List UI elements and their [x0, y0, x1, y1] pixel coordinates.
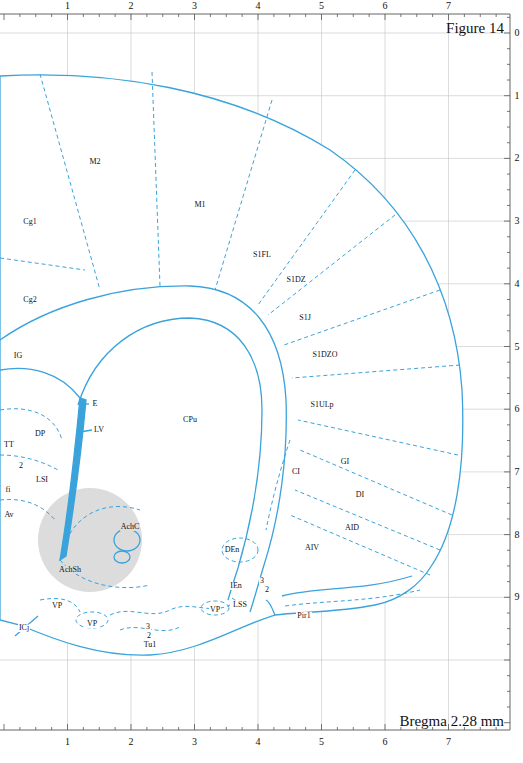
axis-number: 4 — [256, 737, 261, 747]
axis-number: 4 — [256, 1, 261, 11]
axis-number: 1 — [515, 91, 520, 101]
region-label: 2 — [18, 462, 24, 470]
grid-stroke — [504, 33, 510, 34]
grid-stroke — [258, 724, 259, 730]
grid-stroke — [194, 724, 195, 730]
region-label: E — [92, 400, 99, 408]
region-label: S1DZ — [285, 276, 306, 284]
region-label: 3 — [259, 577, 265, 585]
axis-number: 1 — [65, 1, 70, 11]
region-label: VP — [209, 606, 221, 614]
axis-number: 2 — [129, 1, 134, 11]
region-label: CPu — [182, 416, 198, 424]
region-label: VP — [86, 620, 98, 628]
region-label: Pir1 — [296, 612, 311, 620]
grid-stroke — [385, 724, 386, 730]
region-label: DI — [355, 491, 365, 499]
grid-stroke — [504, 95, 510, 96]
grid-stroke — [194, 14, 195, 20]
grid-stroke — [504, 346, 510, 347]
grid-stroke — [504, 221, 510, 222]
region-label: DEn — [224, 546, 241, 554]
region-label: ICj — [18, 624, 30, 632]
axis-number: 5 — [319, 1, 324, 11]
grid-stroke — [504, 283, 510, 284]
region-label: 2 — [264, 586, 270, 594]
region-label: Av — [3, 511, 14, 519]
region-label: S1ULp — [309, 401, 334, 409]
grid-stroke — [504, 722, 510, 723]
region-label: Tu1 — [143, 641, 158, 649]
grid-stroke — [131, 724, 132, 730]
grid-stroke — [4, 724, 5, 730]
region-label: CI — [291, 468, 301, 476]
region-label: AIV — [304, 544, 320, 552]
region-label: 3 — [145, 623, 151, 631]
axis-number: 6 — [515, 404, 520, 414]
region-label: M2 — [88, 158, 101, 166]
axis-number: 7 — [446, 1, 451, 11]
grid-stroke — [4, 14, 5, 20]
region-label: S1FL — [252, 251, 272, 259]
axis-number: 0 — [515, 28, 520, 38]
grid-stroke — [448, 14, 449, 20]
region-label: S1DZO — [312, 351, 339, 359]
grid-stroke — [504, 471, 510, 472]
grid-stroke — [67, 724, 68, 730]
axis-number: 1 — [65, 737, 70, 747]
grid-stroke — [504, 660, 510, 661]
region-label: Cg2 — [22, 296, 37, 304]
grid-stroke — [131, 14, 132, 20]
grid-stroke — [0, 660, 510, 661]
region-label: GI — [340, 458, 350, 466]
axis-number: 3 — [192, 1, 197, 11]
region-label: LSI — [35, 476, 49, 484]
axis-number: 8 — [515, 530, 520, 540]
region-label: AchSh — [58, 566, 82, 574]
region-label: 2 — [146, 632, 152, 640]
axis-number: 6 — [383, 1, 388, 11]
grid-stroke — [321, 14, 322, 20]
grid-stroke — [504, 158, 510, 159]
axis-number: 5 — [319, 737, 324, 747]
axis-number: 3 — [515, 216, 520, 226]
grid-stroke — [67, 14, 68, 20]
axis-number: 4 — [515, 279, 520, 289]
region-label: AchC — [120, 523, 141, 531]
grid-stroke — [321, 724, 322, 730]
grid-stroke — [0, 33, 510, 34]
grid-stroke — [504, 409, 510, 410]
axis-number: 2 — [515, 153, 520, 163]
axis-number: 9 — [515, 592, 520, 602]
bregma-caption: Bregma 2.28 mm — [399, 714, 504, 729]
region-label: IG — [13, 352, 23, 360]
region-label: LSS — [232, 601, 248, 609]
region-label: VP — [51, 602, 63, 610]
grid-stroke — [504, 597, 510, 598]
grid-stroke — [258, 14, 259, 20]
region-label: AID — [344, 524, 360, 532]
region-label: DP — [34, 430, 46, 438]
region-label: LV — [93, 426, 105, 434]
axis-number: 5 — [515, 342, 520, 352]
axis-number: 7 — [515, 467, 520, 477]
axis-number: 6 — [383, 737, 388, 747]
region-label: Cg1 — [22, 218, 37, 226]
axis-number: 2 — [129, 737, 134, 747]
region-label: S1J — [298, 314, 312, 322]
region-label: fi — [5, 486, 12, 494]
axis-number: 7 — [446, 737, 451, 747]
region-label: IEn — [229, 582, 243, 590]
figure-title: Figure 14 — [446, 21, 504, 36]
region-label: TT — [3, 441, 15, 449]
grid-stroke — [504, 534, 510, 535]
region-label: M1 — [193, 201, 206, 209]
grid-stroke — [385, 14, 386, 20]
axis-number: 3 — [192, 737, 197, 747]
